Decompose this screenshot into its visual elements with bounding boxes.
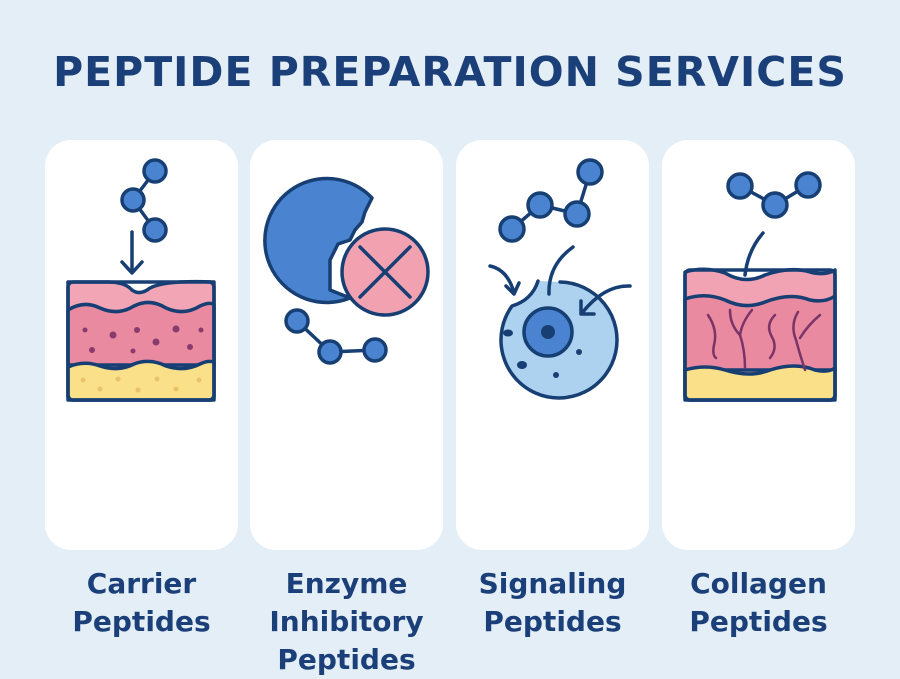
label-line: Carrier [86,567,197,600]
collagen-fibers-icon [706,308,822,372]
label-line: Peptides [72,605,211,638]
label-line: Peptides [483,605,622,638]
label-line: Inhibitory [269,605,424,638]
inhibit-x-icon [340,227,430,317]
label-line: Peptides [689,605,828,638]
peptide-into-skin-icon [66,158,216,402]
enzyme-inhibition-icon [263,176,430,365]
collagen-skin-icon [683,171,837,402]
label-line: Peptides [277,643,416,676]
peptide-molecule-icon [498,158,604,243]
skin-layers-icon [683,267,837,402]
page-title: PEPTIDE PREPARATION SERVICES [53,48,847,96]
skin-layers-icon [66,279,216,402]
peptide-molecule-icon [120,158,168,243]
label-line: Signaling [478,567,627,600]
signal-arrows-icon [488,245,632,316]
arrow-down-icon [120,230,144,275]
label-line: Enzyme [285,567,408,600]
peptide-molecule-icon [726,171,822,219]
cell-signaling-icon [488,158,632,400]
peptide-molecule-icon [284,308,388,365]
label-line: Collagen [690,567,827,600]
